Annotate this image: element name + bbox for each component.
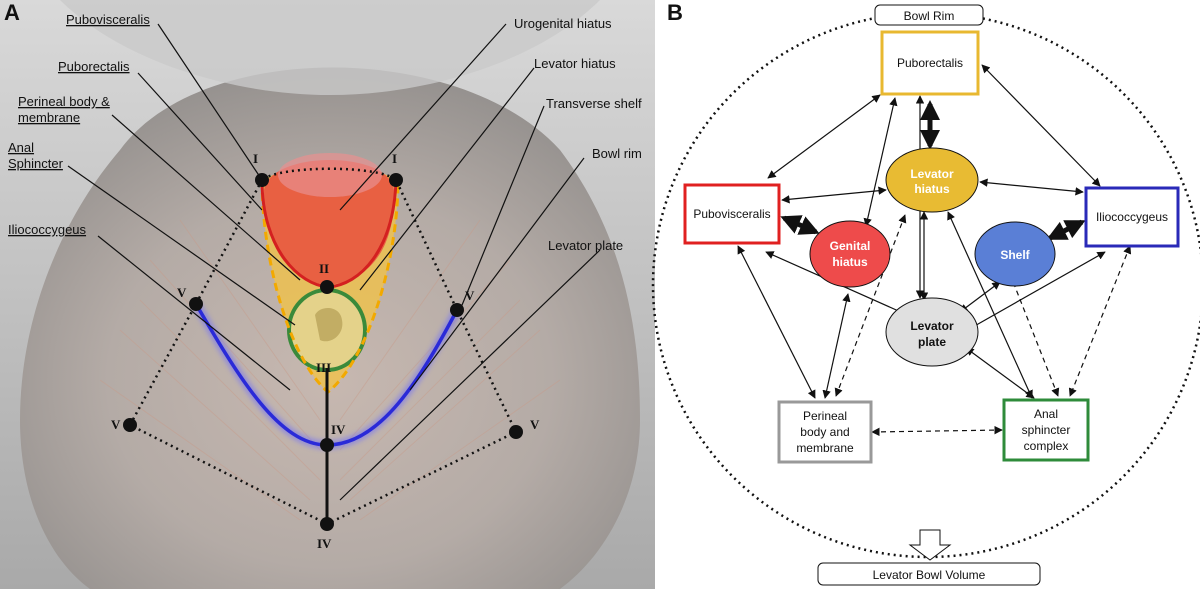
right-labels: Urogenital hiatus Levator hiatus Transve…	[514, 16, 642, 253]
bowl-rim-box	[874, 4, 984, 26]
node-levator-hiatus-label-2: hiatus	[914, 182, 950, 196]
node-levator-plate	[885, 297, 979, 367]
label-levator-hiatus: Levator hiatus	[534, 56, 616, 71]
point-v-lower-left	[123, 418, 137, 432]
node-pubovisceralis-label: Pubovisceralis	[693, 207, 770, 221]
label-bowl-rim: Bowl rim	[592, 146, 642, 161]
node-genital-hiatus-label-2: hiatus	[832, 255, 868, 269]
label-v-lower-left: V	[111, 417, 121, 432]
point-ii	[320, 280, 334, 294]
bowl-rim-dotted	[128, 167, 518, 526]
muscle-fibers	[99, 219, 561, 521]
anal-canal	[315, 308, 343, 342]
node-iliococcygeus-label: Iliococcygeus	[1096, 210, 1168, 224]
bowl-rim-circle	[651, 11, 1200, 559]
node-anal-label-3: complex	[1024, 439, 1069, 453]
dashed-arrows	[834, 214, 1132, 437]
label-perineal-line-1: Perineal body &	[18, 94, 110, 109]
label-levator-plate: Levator plate	[548, 238, 623, 253]
point-v-upper-left	[189, 297, 203, 311]
label-ii: II	[319, 261, 329, 276]
urogenital-top	[278, 153, 382, 197]
output-label: Levator Bowl Volume	[873, 568, 986, 582]
right-leader-lines	[339, 23, 601, 501]
output-arrow	[908, 529, 952, 561]
label-puborectalis: Puborectalis	[58, 59, 130, 74]
node-genital-hiatus	[809, 220, 891, 288]
node-puborectalis-label: Puborectalis	[897, 56, 963, 70]
solid-arrows	[737, 64, 1106, 399]
label-anal-line-1: Anal	[8, 140, 34, 155]
node-levator-hiatus	[885, 147, 979, 213]
node-genital-hiatus-label-1: Genital	[830, 239, 871, 253]
node-anal-sphincter	[1002, 398, 1090, 462]
label-anal-line-2: Sphincter	[8, 156, 64, 171]
label-iv-bottom: IV	[317, 536, 332, 551]
left-leader-lines	[67, 23, 301, 391]
label-v-lower-right: V	[530, 417, 540, 432]
point-iv-mid	[320, 438, 334, 452]
label-v-upper-right: V	[465, 288, 475, 303]
label-iliococcygeus: Iliococcygeus	[8, 222, 87, 237]
node-pubovisceralis	[683, 183, 781, 245]
panel-a-letter: A	[4, 0, 20, 25]
node-perineal-label-3: membrane	[796, 441, 854, 455]
roman-labels: I I II III IV IV V V V V	[111, 151, 540, 551]
node-anal-label-1: Anal	[1034, 407, 1058, 421]
bowl-rim-label: Bowl Rim	[904, 9, 955, 23]
label-urogenital-hiatus: Urogenital hiatus	[514, 16, 612, 31]
label-iii: III	[316, 360, 331, 375]
label-i-right: I	[392, 151, 397, 166]
panel-b: B Bowl Rim	[651, 0, 1200, 586]
point-v-upper-right	[450, 303, 464, 317]
label-v-upper-left: V	[177, 285, 187, 300]
upper-bone-arch	[60, 0, 600, 95]
panel-b-letter: B	[667, 0, 683, 25]
node-shelf	[974, 221, 1056, 287]
point-v-lower-right	[509, 425, 523, 439]
label-iv-mid: IV	[331, 422, 346, 437]
node-perineal	[777, 400, 873, 464]
node-levator-plate-label-2: plate	[918, 335, 946, 349]
node-iliococcygeus	[1084, 186, 1180, 248]
left-labels: Pubovisceralis Puborectalis Perineal bod…	[8, 12, 150, 237]
output-box	[817, 562, 1041, 586]
node-anal-label-2: sphincter	[1022, 423, 1071, 437]
node-puborectalis	[880, 30, 980, 96]
landmark-points	[123, 173, 523, 531]
node-shelf-label: Shelf	[1000, 248, 1030, 262]
node-perineal-label-2: body and	[800, 425, 849, 439]
panel-a: I I II III IV IV V V V V A Puboviscerali…	[0, 0, 655, 589]
node-levator-plate-label-1: Levator	[910, 319, 954, 333]
label-i-left: I	[253, 151, 258, 166]
node-levator-hiatus-label-1: Levator	[910, 167, 954, 181]
label-pubovisceralis: Pubovisceralis	[66, 12, 150, 27]
bold-arrows	[780, 100, 1086, 241]
label-perineal-line-2: membrane	[18, 110, 80, 125]
label-transverse-shelf: Transverse shelf	[546, 96, 642, 111]
node-perineal-label-1: Perineal	[803, 409, 847, 423]
point-iv-bottom	[320, 517, 334, 531]
point-i-right	[389, 173, 403, 187]
